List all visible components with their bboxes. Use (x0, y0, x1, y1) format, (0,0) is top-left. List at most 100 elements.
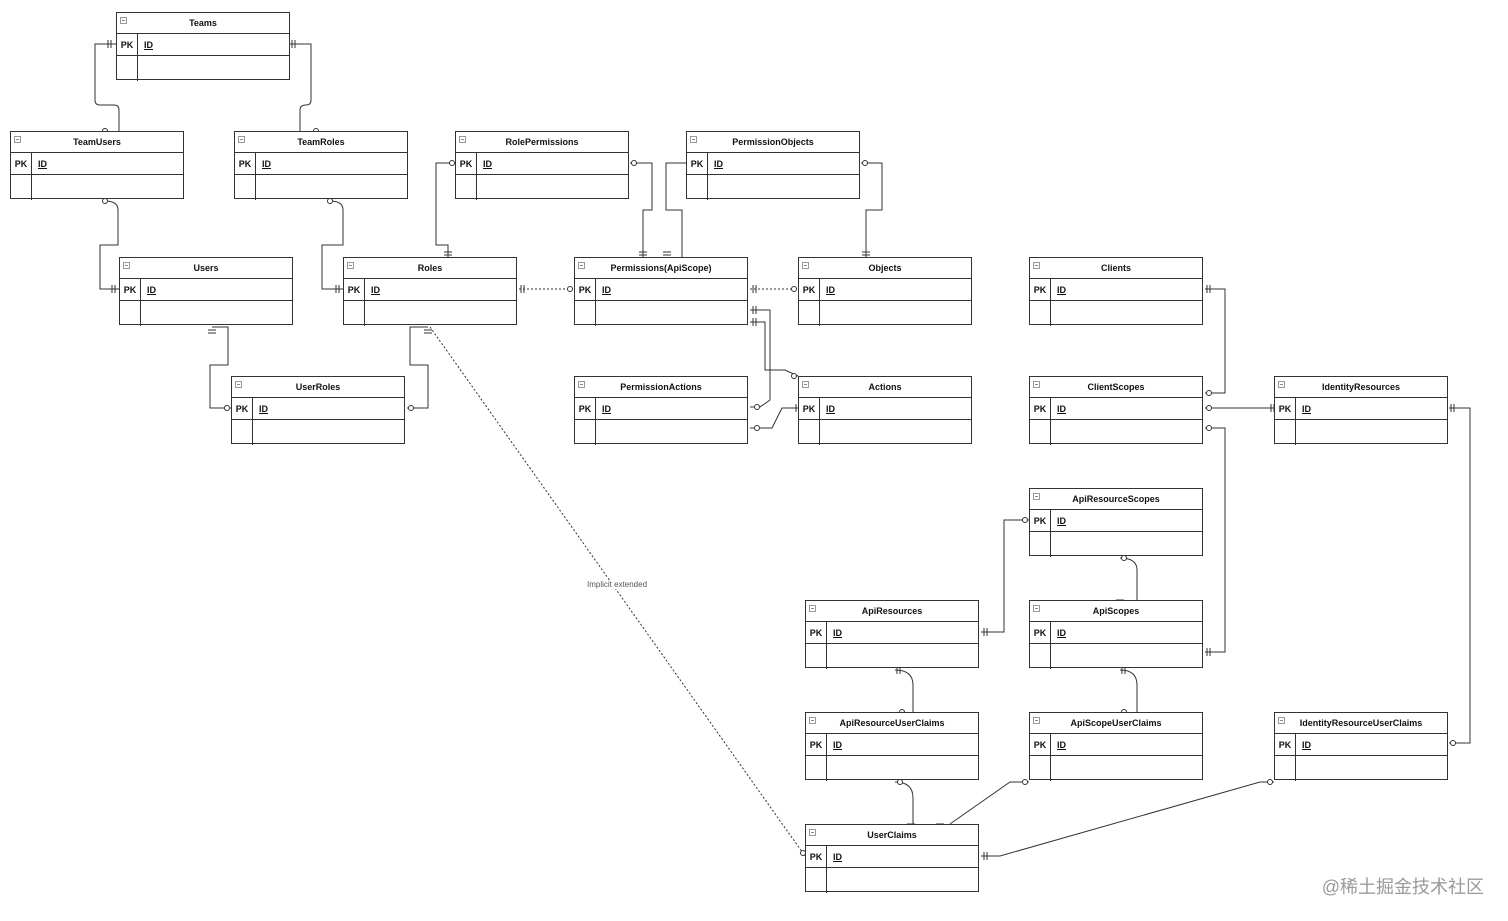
entity-title: UserClaims (867, 830, 917, 840)
relationship-line (663, 251, 671, 256)
crowfoot-circle (754, 404, 760, 410)
collapse-icon[interactable] (802, 262, 809, 269)
pk-label: PK (806, 734, 827, 755)
relationship-line (862, 251, 870, 256)
collapse-icon[interactable] (578, 262, 585, 269)
pk-label: PK (799, 279, 820, 300)
pk-label: PK (1030, 398, 1051, 419)
relationship-line (861, 162, 883, 257)
entity-header: Users (120, 258, 292, 279)
entity-objects[interactable]: Objects PK ID (798, 257, 972, 326)
entity-title: PermissionActions (620, 382, 702, 392)
entity-title: ApiResourceUserClaims (839, 718, 945, 728)
relationship-line (429, 326, 806, 857)
collapse-icon[interactable] (1278, 381, 1285, 388)
pk-label: PK (1275, 398, 1296, 419)
entity-title: Permissions(ApiScope) (610, 263, 712, 273)
entity-title: PermissionObjects (732, 137, 814, 147)
pk-field: ID (144, 39, 153, 50)
pk-label: PK (1030, 279, 1051, 300)
entity-header: UserRoles (232, 377, 404, 398)
relationship-line (520, 285, 525, 293)
entity-title: TeamUsers (73, 137, 121, 147)
relationship-line (752, 306, 757, 314)
collapse-icon[interactable] (120, 17, 127, 24)
collapse-icon[interactable] (235, 381, 242, 388)
collapse-icon[interactable] (1033, 717, 1040, 724)
entity-header: Objects (799, 258, 971, 279)
entity-title: RolePermissions (505, 137, 579, 147)
relationship-line (94, 43, 120, 131)
collapse-icon[interactable] (809, 717, 816, 724)
relationship-line (983, 852, 988, 860)
relationship-line (107, 40, 112, 48)
collapse-icon[interactable] (1033, 381, 1040, 388)
relationship-line (894, 781, 914, 824)
collapse-icon[interactable] (690, 136, 697, 143)
entity-teams[interactable]: Teams PK ID (116, 12, 290, 81)
collapse-icon[interactable] (238, 136, 245, 143)
pk-label: PK (575, 279, 596, 300)
relationship-line (1206, 648, 1211, 656)
crowfoot-circle (408, 405, 414, 411)
crowfoot-circle (1206, 405, 1212, 411)
relationship-line (435, 162, 455, 257)
pk-label: PK (1275, 734, 1296, 755)
entity-title: ApiScopes (1092, 606, 1140, 616)
crowfoot-circle (1022, 779, 1028, 785)
collapse-icon[interactable] (347, 262, 354, 269)
relationship-line (1449, 407, 1471, 744)
entity-title: Teams (189, 18, 217, 28)
collapse-icon[interactable] (802, 381, 809, 388)
pk-label: PK (120, 279, 141, 300)
pk-field: ID (826, 284, 835, 295)
collapse-icon[interactable] (123, 262, 130, 269)
relationship-line (949, 781, 1029, 825)
collapse-icon[interactable] (809, 605, 816, 612)
entity-header: Clients (1030, 258, 1202, 279)
collapse-icon[interactable] (1033, 493, 1040, 500)
collapse-icon[interactable] (1033, 262, 1040, 269)
crowfoot-circle (1206, 390, 1212, 396)
collapse-icon[interactable] (1033, 605, 1040, 612)
pk-label: PK (344, 279, 365, 300)
crowfoot-circle (1450, 740, 1456, 746)
collapse-icon[interactable] (14, 136, 21, 143)
entity-header: IdentityResourceUserClaims (1275, 713, 1447, 734)
entity-header: Roles (344, 258, 516, 279)
collapse-icon[interactable] (459, 136, 466, 143)
pk-field: ID (38, 158, 47, 169)
pk-label: PK (232, 398, 253, 419)
relationship-line (1205, 427, 1226, 653)
pk-label: PK (799, 398, 820, 419)
relationship-line (750, 407, 798, 429)
relationship-line (752, 318, 757, 326)
pk-field: ID (1302, 403, 1311, 414)
collapse-icon[interactable] (578, 381, 585, 388)
collapse-icon[interactable] (1278, 717, 1285, 724)
pk-label: PK (117, 34, 138, 55)
pk-label: PK (575, 398, 596, 419)
crowfoot-circle (1206, 425, 1212, 431)
collapse-icon[interactable] (809, 829, 816, 836)
